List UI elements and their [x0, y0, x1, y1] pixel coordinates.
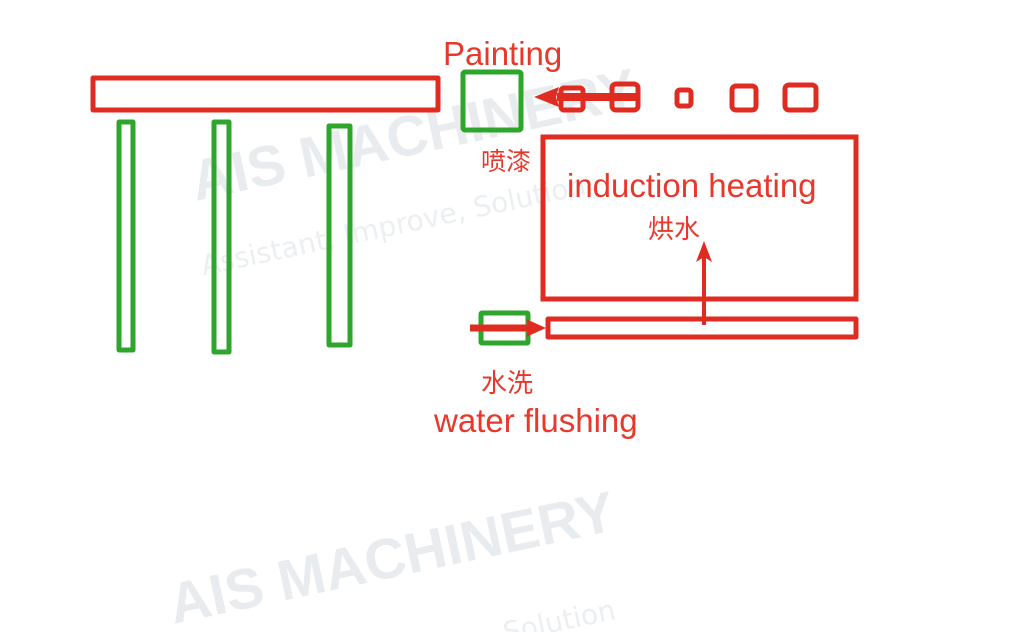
water-flushing-label-en: water flushing — [434, 402, 638, 439]
painting-booth-box — [460, 69, 524, 133]
conveyor-carrier-4 — [729, 83, 759, 113]
water-flushing-label-zh: 水洗 — [481, 369, 534, 399]
conveyor-carrier-1 — [558, 85, 586, 113]
water-inflow-arrowhead-icon — [526, 319, 546, 337]
heat-up-arrowhead-icon — [696, 241, 712, 262]
induction-heating-label-zh: 烘水 — [648, 215, 701, 245]
conveyor-carrier-2 — [609, 81, 641, 113]
painting-label-zh: 喷漆 — [481, 147, 532, 176]
conveyor-carrier-3 — [674, 87, 694, 109]
induction-heating-box — [540, 134, 859, 302]
conveyor-arrowhead-icon — [534, 87, 559, 107]
painting-label-en: Painting — [443, 35, 563, 72]
induction-heating-label-en: induction heating — [567, 167, 817, 204]
hanger-bar-1 — [116, 119, 136, 353]
top-rail — [90, 75, 441, 113]
hanger-bar-2 — [211, 119, 232, 355]
hanger-bar-3 — [326, 123, 353, 348]
conveyor-carrier-5 — [782, 82, 819, 113]
